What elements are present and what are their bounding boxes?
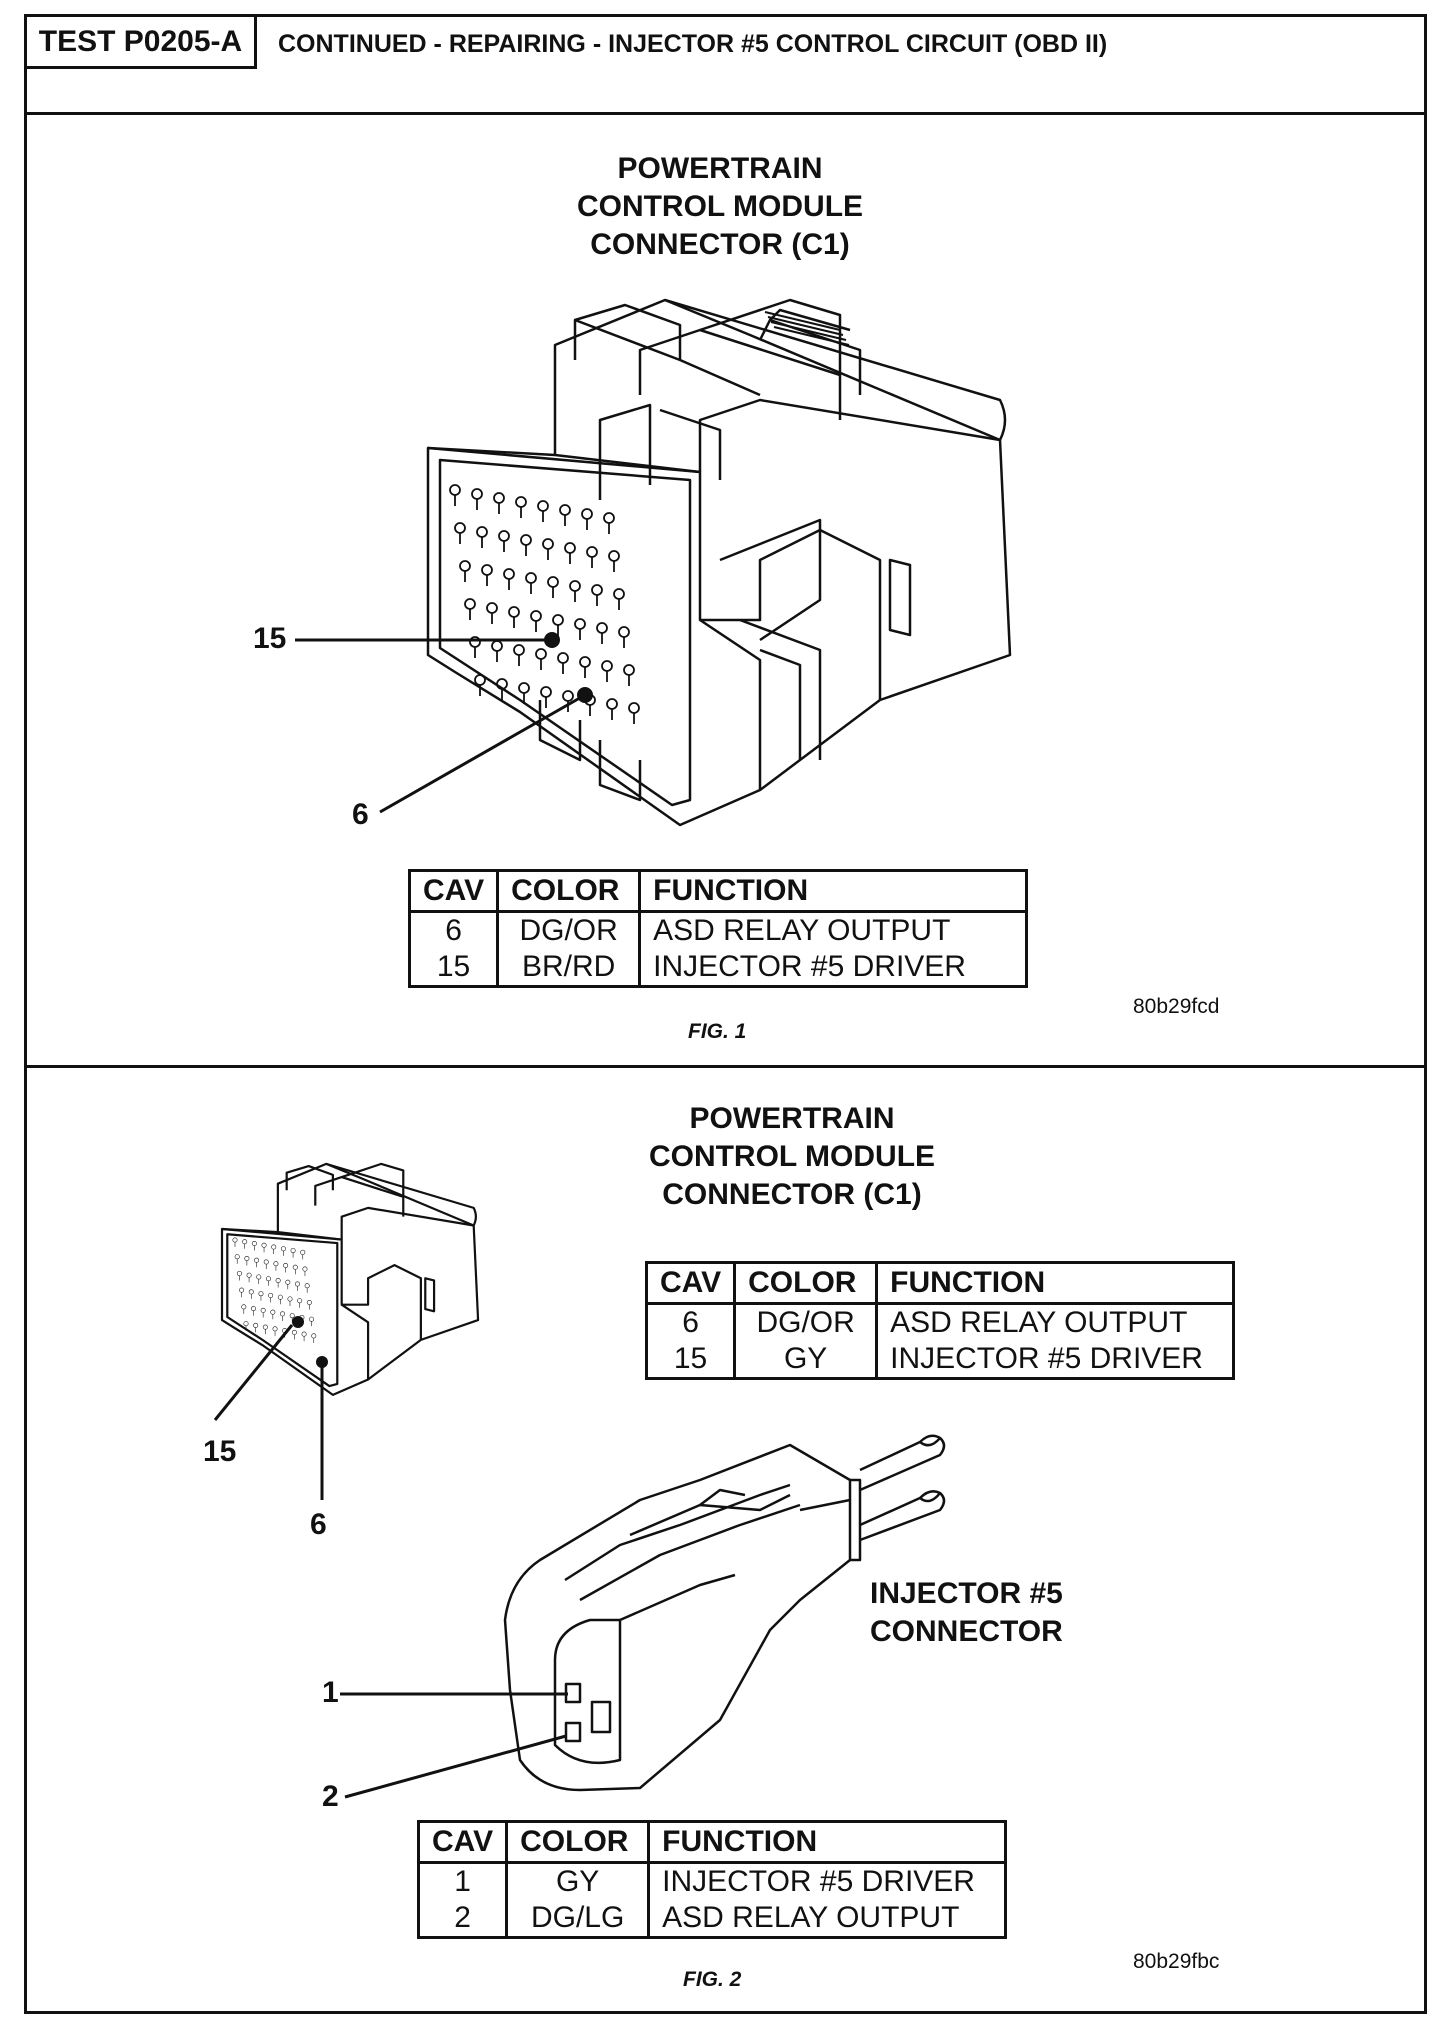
test-id-box: TEST P0205-A	[27, 17, 257, 69]
col-function: FUNCTION	[638, 870, 1027, 913]
fig1-cavity-dots	[544, 632, 593, 703]
table-row: 6 DG/OR ASD RELAY OUTPUT	[410, 911, 1027, 949]
fig2-callout-15: 15	[203, 1435, 237, 1468]
injector-callout-1: 1	[322, 1676, 339, 1709]
fig2-cavity-pins	[232, 1237, 317, 1344]
cell-color: DG/LG	[505, 1900, 649, 1938]
table-row: 2 DG/LG ASD RELAY OUTPUT	[419, 1900, 1006, 1938]
cell-function: INJECTOR #5 DRIVER	[647, 1862, 1006, 1900]
injector-title: INJECTOR #5 CONNECTOR	[870, 1577, 1063, 1648]
fig2-caption: FIG. 2	[683, 1968, 742, 1991]
cell-cav: 15	[673, 1342, 708, 1375]
col-cav: CAV	[418, 1821, 507, 1864]
page-frame	[24, 14, 1427, 2014]
fig1-cavity-pins	[449, 484, 640, 725]
injector-connector-drawing	[503, 1434, 946, 1792]
table-row: 6 DG/OR ASD RELAY OUTPUT	[647, 1303, 1234, 1341]
cell-cav: 6	[682, 1306, 699, 1339]
fig1-code: 80b29fcd	[1133, 995, 1220, 1018]
fig1-pcm-connector-drawing	[426, 298, 1012, 827]
fig1-callout-15: 15	[253, 622, 287, 655]
fig2-pcm-connector-drawing	[220, 1162, 480, 1396]
fig1-callout-6: 6	[352, 798, 369, 831]
cell-function: ASD RELAY OUTPUT	[875, 1303, 1234, 1341]
header-divider	[24, 112, 1427, 115]
col-function: FUNCTION	[875, 1262, 1234, 1305]
col-function: FUNCTION	[647, 1821, 1006, 1864]
cell-color: DG/OR	[496, 911, 640, 949]
col-cav: CAV	[646, 1262, 735, 1305]
cell-cav: 15	[436, 950, 471, 983]
col-cav: CAV	[409, 870, 498, 913]
cell-function: ASD RELAY OUTPUT	[647, 1900, 1006, 1938]
injector-callout-2: 2	[322, 1780, 339, 1813]
table-row: 15 GY INJECTOR #5 DRIVER	[647, 1341, 1234, 1379]
col-color: COLOR	[505, 1821, 649, 1864]
cell-color: GY	[733, 1341, 877, 1379]
table-row: 1 GY INJECTOR #5 DRIVER	[419, 1862, 1006, 1900]
cell-color: BR/RD	[496, 949, 640, 987]
injector-cavity-table: CAV COLOR FUNCTION 1 GY INJECTOR #5 DRIV…	[417, 1820, 1007, 1939]
col-color: COLOR	[496, 870, 640, 913]
header-title: CONTINUED - REPAIRING - INJECTOR #5 CONT…	[278, 30, 1108, 58]
fig1-cavity-table: CAV COLOR FUNCTION 6 DG/OR ASD RELAY OUT…	[408, 869, 1028, 988]
fig2-cavity-dots	[292, 1316, 328, 1368]
cell-function: ASD RELAY OUTPUT	[638, 911, 1027, 949]
fig1-caption: FIG. 1	[688, 1020, 747, 1043]
cell-color: GY	[505, 1862, 649, 1900]
fig2-code: 80b29fbc	[1133, 1950, 1220, 1973]
figure-divider	[24, 1065, 1427, 1068]
fig2-pcm-title: POWERTRAIN CONTROL MODULE CONNECTOR (C1)	[648, 1102, 936, 1211]
table-row: 15 BR/RD INJECTOR #5 DRIVER	[410, 949, 1027, 987]
col-color: COLOR	[733, 1262, 877, 1305]
fig2-pcm-cavity-table: CAV COLOR FUNCTION 6 DG/OR ASD RELAY OUT…	[645, 1261, 1235, 1380]
fig1-title: POWERTRAIN CONTROL MODULE CONNECTOR (C1)	[576, 152, 864, 261]
fig2-callout-6: 6	[310, 1508, 327, 1541]
cell-cav: 2	[454, 1901, 471, 1934]
cell-cav: 6	[445, 914, 462, 947]
cell-cav: 1	[454, 1865, 471, 1898]
cell-color: DG/OR	[733, 1303, 877, 1341]
cell-function: INJECTOR #5 DRIVER	[638, 949, 1027, 987]
cell-function: INJECTOR #5 DRIVER	[875, 1341, 1234, 1379]
callout-leader-lines	[213, 638, 586, 1799]
